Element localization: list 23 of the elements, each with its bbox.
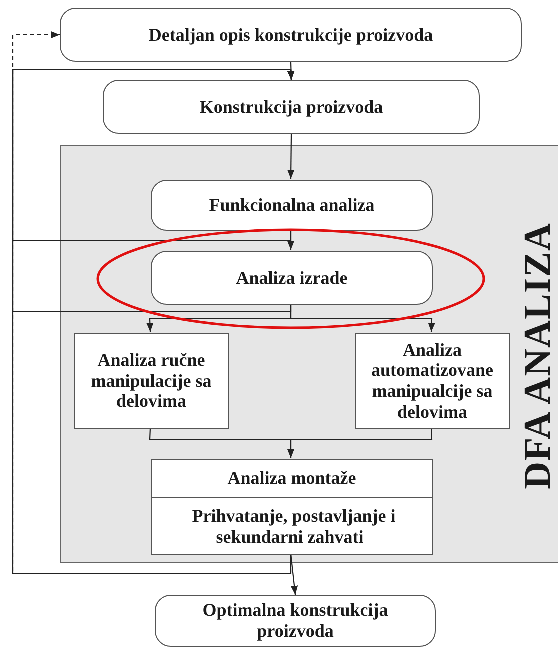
rounded-process-box (151, 180, 433, 231)
rounded-process-box (60, 8, 522, 62)
arrow (287, 428, 433, 458)
process-box (355, 333, 510, 429)
arrow (290, 554, 298, 596)
node-label: Analiza automatizovane manipualcije sa delovima (370, 340, 494, 422)
arrow (288, 134, 295, 179)
panel-title: DFA ANALIZA (516, 222, 558, 490)
process-box (151, 459, 433, 555)
node-label: Detaljan opis konstrukcije proizvoda (148, 24, 434, 46)
analysis-panel (60, 145, 558, 563)
arrow (12, 69, 295, 313)
node-label: Funkcionalna analiza (208, 195, 376, 216)
node-label: Konstrukcija proizvoda (198, 96, 384, 118)
node-label: Optimalna konstrukcija proizvoda (202, 600, 390, 642)
process-box (74, 333, 229, 429)
node-label: Analiza izrade (235, 268, 349, 288)
rounded-process-box (151, 251, 433, 305)
box-heading: Analiza montaže (226, 468, 358, 488)
rounded-process-box (103, 80, 480, 134)
rounded-process-box (155, 595, 436, 647)
node-label: Analiza ručne manipulacije sa delovima (90, 350, 213, 412)
box-text: Prihvatanje, postavljanje i sekundarni zahvati (191, 506, 396, 547)
